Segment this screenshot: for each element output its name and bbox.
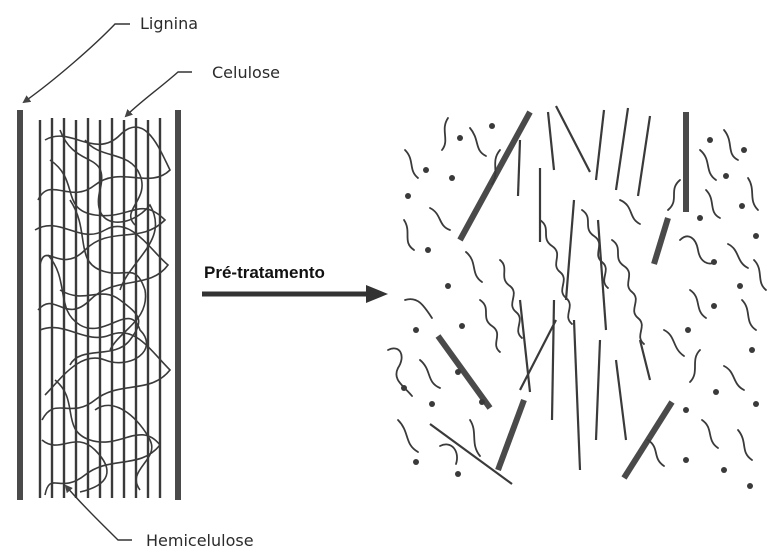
intact-biomass [20, 110, 178, 500]
lignin-label: Lignina [140, 14, 198, 33]
process-label: Pré-tratamento [204, 263, 325, 282]
hemicellulose-tangle [35, 127, 170, 495]
hemicellulose-label: Hemicelulose [146, 531, 254, 550]
lignin-pointer [24, 24, 130, 102]
label-pointers [24, 24, 192, 540]
cellulose-fibers [40, 118, 160, 498]
pretreated-biomass [388, 106, 766, 489]
cellulose-fragments [430, 106, 650, 484]
process-arrow: Pré-tratamento [202, 263, 368, 294]
cellulose-pointer [126, 72, 192, 116]
lignin-fragments [438, 112, 686, 478]
cellulose-label: Celulose [212, 63, 280, 82]
particles [401, 123, 759, 489]
